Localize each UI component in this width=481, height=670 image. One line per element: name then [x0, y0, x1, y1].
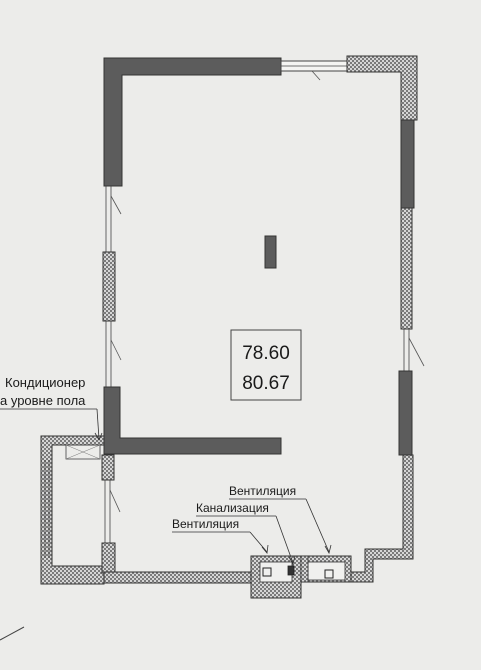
wall-bottom-hatched — [103, 571, 252, 584]
leader-sewer — [275, 515, 294, 564]
label-sewer: Канализация — [196, 501, 269, 515]
wall-balcony-stub-lower — [101, 542, 116, 574]
wall-right-solid-lower — [398, 370, 413, 456]
door-swing-right — [408, 337, 425, 367]
wall-inner-l — [103, 386, 282, 455]
door-swing-left-lower — [110, 339, 122, 361]
shaft-left-inner — [259, 561, 293, 583]
leader-ac-arrow — [96, 408, 100, 440]
wall-right-solid-upper — [400, 119, 415, 209]
leader-vent-left-arrowhead — [261, 544, 269, 554]
wall-right-hatched — [400, 207, 413, 330]
ac-unit-cross — [65, 444, 101, 460]
ac-unit — [65, 444, 101, 460]
leader-vent-left — [249, 531, 268, 553]
leader-sewer-arrowhead — [288, 555, 296, 566]
wall-top-right-corner — [346, 55, 418, 121]
label-vent-right: Вентиляция — [229, 484, 296, 498]
door-swing-balcony — [109, 489, 121, 513]
wall-balcony-stub — [101, 454, 115, 481]
label-ac: Кондиционер — [5, 375, 85, 390]
label-vent-left: Вентиляция — [172, 517, 239, 531]
wall-top-left — [103, 57, 282, 187]
pen-mark — [0, 626, 25, 641]
door-swing-left-upper — [110, 195, 122, 215]
wall-right-lower-hatched — [346, 454, 414, 583]
door-swing-top — [311, 70, 321, 81]
area-primary: 78.60 — [242, 343, 290, 364]
wall-left-hatched — [102, 251, 116, 322]
vent-box-right — [324, 569, 334, 579]
area-box — [230, 329, 302, 401]
label-ac-floor: а уровне пола — [0, 393, 86, 408]
column — [264, 235, 277, 269]
wall-balcony-left — [40, 435, 105, 585]
leader-vent-right-arrowhead — [324, 544, 332, 555]
leader-ac-arrowhead — [94, 432, 103, 441]
vent-box-left — [262, 567, 272, 577]
leader-vent-right — [305, 498, 330, 553]
wall-between-shafts — [300, 555, 309, 583]
shaft-right-inner — [307, 561, 346, 581]
area-secondary: 80.67 — [242, 373, 290, 394]
sewer-box — [287, 565, 295, 576]
